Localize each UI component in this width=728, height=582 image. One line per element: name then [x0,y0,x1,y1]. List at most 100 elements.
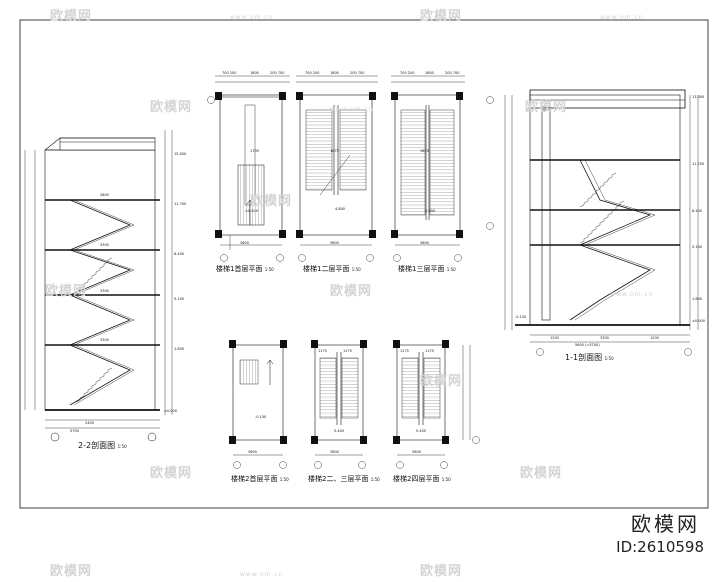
svg-text:5.100: 5.100 [692,245,702,249]
svg-text:1200: 1200 [550,336,559,340]
sheet-border [19,19,709,509]
caption-section-1-1: 1-1剖面图 1:50 [565,352,614,363]
svg-text:-0.150: -0.150 [515,315,526,319]
svg-text:1.800: 1.800 [692,297,702,301]
caption-stair2-floor2-3-title: 楼梯2二、三层平面 [308,475,369,483]
plan-stair1-floor1 [219,94,283,250]
watermark: 欧模网 [420,5,462,24]
caption-stair1-floor2-scale: 1:50 [351,267,361,272]
watermark: www.om.cn [330,100,374,115]
caption-stair1-floor1-title: 楼梯1首层平面 [216,265,263,273]
svg-text:1175: 1175 [425,349,434,353]
svg-text:1175: 1175 [343,349,352,353]
svg-text:3300: 3300 [600,336,609,340]
brand-name: 欧模网 [631,512,700,536]
svg-text:11.700: 11.700 [174,202,186,206]
svg-text:11.700: 11.700 [692,162,704,166]
svg-text:±0.000: ±0.000 [692,319,705,323]
watermark: www.om.cn [230,8,274,23]
svg-text:2400: 2400 [85,421,94,425]
plan-stair2-floor4 [396,344,446,456]
watermark: www.om.cn [240,565,284,580]
watermark-brand: 欧模网 [250,194,293,209]
svg-text:5600 (=5700): 5600 (=5700) [575,343,600,347]
caption-section-2-2-title: 2-2剖面图 [78,441,116,450]
caption-stair1-floor3-scale: 1:50 [446,267,456,272]
svg-text:1175: 1175 [318,349,327,353]
caption-section-1-1-scale: 1:50 [604,356,614,361]
svg-text:4.800: 4.800 [335,207,345,211]
watermark-brand: 欧模网 [330,284,373,299]
direction-arrows [246,199,274,385]
plan-stair2-floor2-3 [314,344,364,456]
svg-text:5.400: 5.400 [334,429,344,433]
watermark: 欧模网 [420,370,462,389]
caption-stair1-floor1-scale: 1:50 [264,267,274,272]
svg-text:3300: 3300 [100,289,109,293]
watermark: 欧模网 [50,5,92,24]
plan-stair2-floor1 [232,344,284,456]
svg-text:2800: 2800 [100,193,109,197]
svg-text:5.100: 5.100 [174,297,184,301]
svg-text:1675: 1675 [420,149,429,153]
watermark-brand: 欧模网 [150,100,193,115]
caption-stair2-floor2-3-scale: 1:50 [370,477,380,482]
caption-section-2-2-scale: 1:50 [117,444,127,449]
watermark: www.om.cn [600,8,644,23]
watermark: 欧模网 [250,190,292,209]
svg-text:4.800: 4.800 [425,209,435,213]
section-1-1 [504,89,699,356]
svg-text:1.800: 1.800 [174,347,184,351]
watermark: 欧模网 [420,560,462,579]
svg-text:5700: 5700 [70,429,79,433]
watermark: 欧模网 [45,280,87,299]
svg-text:200 700: 200 700 [445,71,459,75]
watermark-brand: 欧模网 [50,564,93,579]
watermark: 欧模网 [520,462,562,481]
watermark: 欧模网 [525,96,567,115]
svg-text:±0.000: ±0.000 [245,209,258,213]
svg-text:3300: 3300 [100,338,109,342]
watermark-brand: 欧模网 [420,564,463,579]
caption-stair1-floor2: 楼梯1二层平面 1:50 [303,264,361,274]
svg-text:1700: 1700 [250,149,259,153]
svg-text:700 200: 700 200 [400,71,414,75]
svg-text:1200: 1200 [650,336,659,340]
watermark-brand: 欧模网 [420,374,463,389]
caption-stair2-floor4-title: 楼梯2四层平面 [393,475,440,483]
svg-text:13.300: 13.300 [692,95,704,99]
plan-stair1-floor3 [394,94,461,246]
svg-text:200 700: 200 700 [350,71,364,75]
caption-stair2-floor1-title: 楼梯2首层平面 [231,475,278,483]
svg-text:3600: 3600 [330,241,339,245]
watermark-domain: www.om.cn [230,14,274,21]
svg-text:5.400: 5.400 [416,429,426,433]
caption-stair1-floor3: 楼梯1三层平面 1:50 [398,264,456,274]
svg-text:700 200: 700 200 [222,71,236,75]
watermark: 欧模网 [330,280,372,299]
svg-text:3600: 3600 [240,241,249,245]
columns-stair2 [229,340,449,444]
svg-text:1800: 1800 [250,71,259,75]
watermark: 欧模网 [150,462,192,481]
svg-text:3600: 3600 [420,241,429,245]
section-2-2 [24,130,173,442]
watermark-brand: 欧模网 [150,466,193,481]
caption-stair1-floor3-title: 楼梯1三层平面 [398,265,445,273]
watermark-brand: 欧模网 [420,9,463,24]
svg-text:3600: 3600 [412,450,421,454]
svg-text:±0.000: ±0.000 [164,409,177,413]
svg-text:8.400: 8.400 [692,209,702,213]
caption-stair1-floor2-title: 楼梯1二层平面 [303,265,350,273]
caption-section-2-2: 2-2剖面图 1:50 [78,440,127,451]
svg-text:3600: 3600 [248,450,257,454]
svg-text:1675: 1675 [330,149,339,153]
caption-section-1-1-title: 1-1剖面图 [565,353,603,362]
watermark-brand: 欧模网 [520,466,563,481]
svg-text:15.500: 15.500 [174,152,186,156]
brand-id: ID:2610598 [616,538,704,556]
watermark-domain: www.om.cn [240,571,284,578]
watermark-brand: 欧模网 [45,284,88,299]
